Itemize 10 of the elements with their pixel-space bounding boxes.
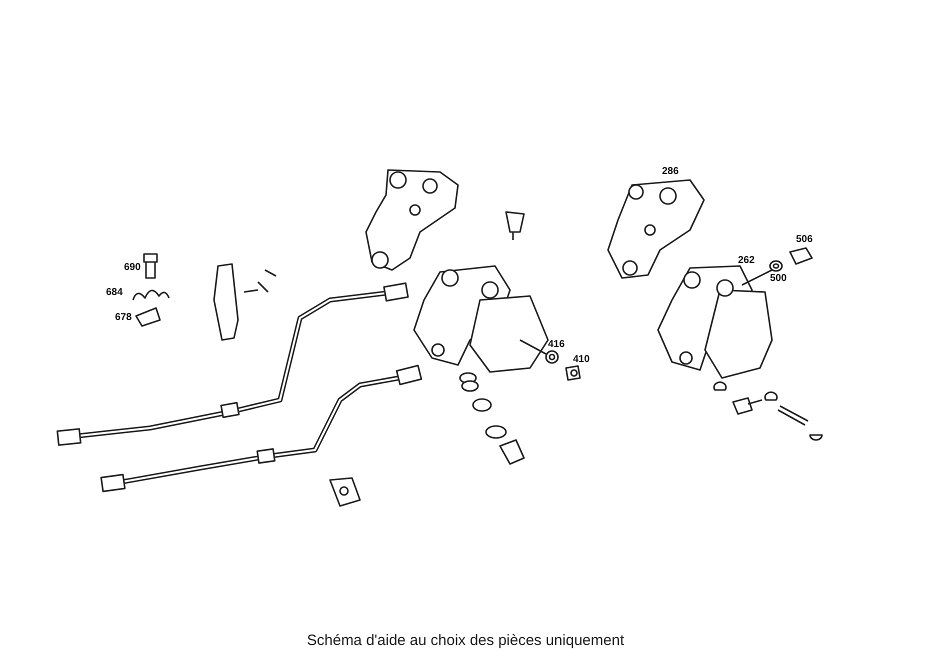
callout-number: 500 bbox=[770, 273, 787, 284]
callout-number: 684 bbox=[106, 287, 123, 298]
callout-number: 286 bbox=[662, 166, 679, 177]
callout-number: 506 bbox=[796, 234, 813, 245]
callout-number: 262 bbox=[738, 255, 755, 266]
callout-number: 678 bbox=[115, 312, 132, 323]
callout-number: 690 bbox=[124, 262, 141, 273]
caption: Schéma d'aide au choix des pièces uniquement bbox=[306, 632, 626, 649]
callout-number: 416 bbox=[548, 339, 565, 350]
callout-number: 410 bbox=[573, 354, 590, 365]
